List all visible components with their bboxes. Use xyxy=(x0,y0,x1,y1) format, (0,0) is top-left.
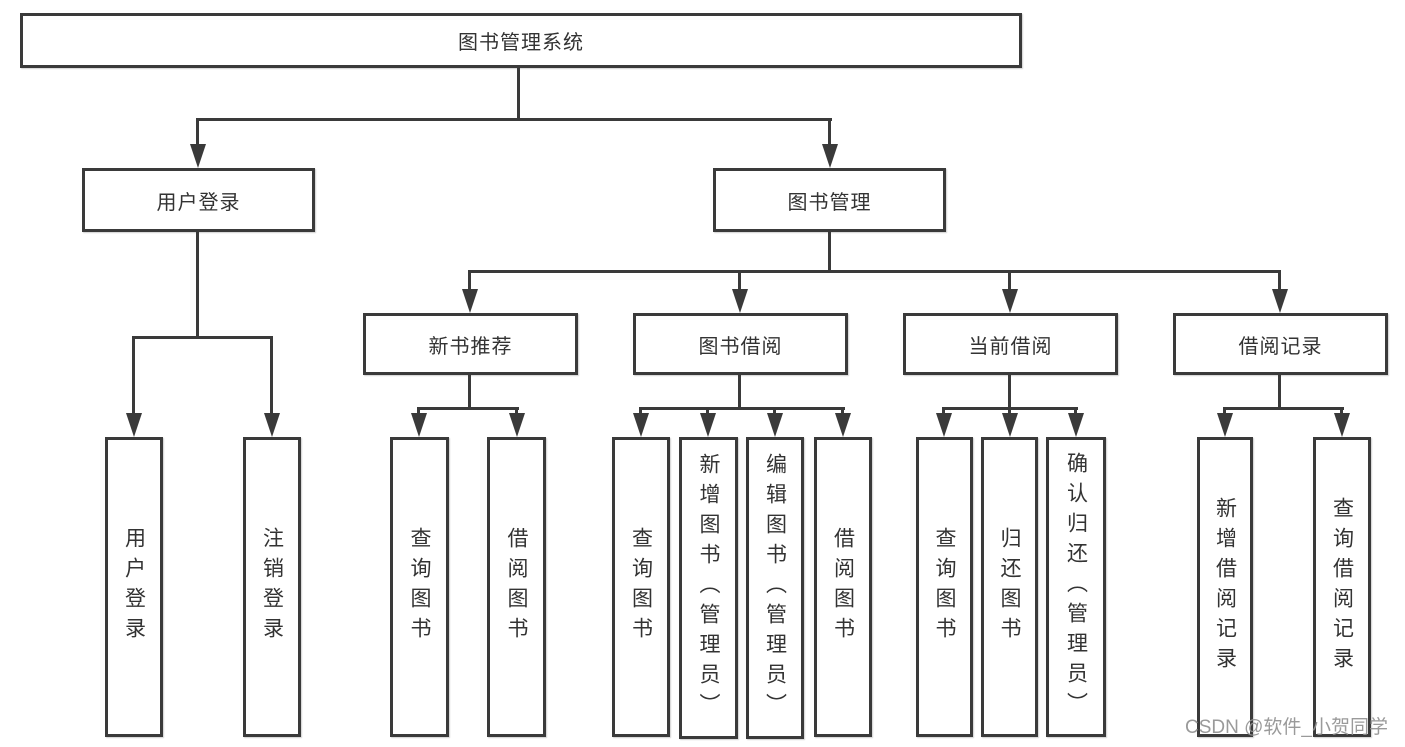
leaf-query-books-current-label: 查询图书 xyxy=(933,527,956,647)
node-current-borrowing-label: 当前借阅 xyxy=(968,335,1053,358)
leaf-edit-books-admin-label: 编辑图书（管理员） xyxy=(763,453,787,723)
leaf-add-books-admin: 新增图书（管理员） xyxy=(679,437,738,739)
leaf-query-borrow-record: 查询借阅记录 xyxy=(1313,437,1371,737)
node-new-book-recommend: 新书推荐 xyxy=(363,313,578,375)
connector-root-down xyxy=(517,68,520,118)
leaf-query-books-borrowing: 查询图书 xyxy=(612,437,670,737)
leaf-edit-books-admin: 编辑图书（管理员） xyxy=(746,437,804,739)
node-borrowing-records-label: 借阅记录 xyxy=(1238,335,1323,358)
connector-to-leaf-logout xyxy=(270,336,273,418)
node-current-borrowing: 当前借阅 xyxy=(903,313,1118,375)
connector-crossbar-user-login xyxy=(132,336,273,339)
leaf-return-books: 归还图书 xyxy=(981,437,1038,737)
arrowhead-down-icon xyxy=(835,413,851,437)
connector-crossbar-records xyxy=(1223,407,1344,410)
connector-to-current xyxy=(1008,270,1011,295)
node-user-login-label: 用户登录 xyxy=(156,191,241,214)
node-root-label: 图书管理系统 xyxy=(458,32,584,54)
leaf-query-books-newbook: 查询图书 xyxy=(390,437,449,737)
leaf-user-login: 用户登录 xyxy=(105,437,163,737)
arrowhead-down-icon xyxy=(936,413,952,437)
connector-to-new-book xyxy=(468,270,471,295)
node-borrowing-records: 借阅记录 xyxy=(1173,313,1388,375)
arrowhead-down-icon xyxy=(1217,413,1233,437)
leaf-logout-label: 注销登录 xyxy=(260,527,284,647)
arrowhead-down-icon xyxy=(411,413,427,437)
arrowhead-down-icon xyxy=(1334,413,1350,437)
leaf-borrow-books-borrowing: 借阅图书 xyxy=(814,437,872,737)
arrowhead-down-icon xyxy=(264,413,280,437)
connector-new-book-down xyxy=(468,375,471,407)
leaf-user-login-label: 用户登录 xyxy=(122,527,146,647)
arrowhead-down-icon xyxy=(126,413,142,437)
leaf-borrow-books-newbook: 借阅图书 xyxy=(487,437,546,737)
connector-records-down xyxy=(1278,375,1281,407)
arrowhead-down-icon xyxy=(190,144,206,168)
leaf-add-borrow-record-label: 新增借阅记录 xyxy=(1213,497,1237,677)
connector-to-records xyxy=(1278,270,1281,295)
leaf-logout: 注销登录 xyxy=(243,437,301,737)
leaf-query-books-borrowing-label: 查询图书 xyxy=(629,527,653,647)
arrowhead-down-icon xyxy=(1068,413,1084,437)
node-root: 图书管理系统 xyxy=(20,13,1022,68)
arrowhead-down-icon xyxy=(633,413,649,437)
arrowhead-down-icon xyxy=(1002,413,1018,437)
node-book-management-label: 图书管理 xyxy=(787,191,872,214)
connector-to-leaf-user-login xyxy=(132,336,135,418)
connector-current-down xyxy=(1008,375,1011,407)
leaf-borrow-books-borrowing-label: 借阅图书 xyxy=(831,527,855,647)
leaf-return-books-label: 归还图书 xyxy=(998,527,1021,647)
leaf-confirm-return-admin: 确认归还（管理员） xyxy=(1046,437,1106,737)
connector-borrowing-down xyxy=(738,375,741,407)
connector-to-borrowing xyxy=(738,270,741,295)
leaf-add-books-admin-label: 新增图书（管理员） xyxy=(697,453,720,723)
connector-book-management-down xyxy=(828,232,831,270)
leaf-borrow-books-newbook-label: 借阅图书 xyxy=(505,527,528,647)
node-book-borrowing-label: 图书借阅 xyxy=(698,335,783,358)
arrowhead-down-icon xyxy=(509,413,525,437)
arrowhead-down-icon xyxy=(1002,289,1018,313)
arrowhead-down-icon xyxy=(767,413,783,437)
leaf-query-borrow-record-label: 查询借阅记录 xyxy=(1330,497,1354,677)
connector-to-user-login xyxy=(196,118,199,150)
arrowhead-down-icon xyxy=(462,289,478,313)
node-book-borrowing: 图书借阅 xyxy=(633,313,848,375)
arrowhead-down-icon xyxy=(822,144,838,168)
connector-crossbar-new-book xyxy=(417,407,519,410)
leaf-confirm-return-admin-label: 确认归还（管理员） xyxy=(1064,452,1088,722)
arrowhead-down-icon xyxy=(732,289,748,313)
connector-crossbar-level1 xyxy=(196,118,832,121)
node-book-management: 图书管理 xyxy=(713,168,946,232)
leaf-query-books-current: 查询图书 xyxy=(916,437,973,737)
node-user-login: 用户登录 xyxy=(82,168,315,232)
csdn-watermark: CSDN @软件_小贺同学 xyxy=(1185,717,1388,738)
leaf-query-books-newbook-label: 查询图书 xyxy=(408,527,431,647)
arrowhead-down-icon xyxy=(1272,289,1288,313)
leaf-add-borrow-record: 新增借阅记录 xyxy=(1197,437,1253,737)
connector-to-book-management xyxy=(828,118,831,150)
node-new-book-recommend-label: 新书推荐 xyxy=(428,335,513,358)
connector-crossbar-borrowing xyxy=(639,407,845,410)
connector-crossbar-level2 xyxy=(468,270,1281,273)
connector-user-login-down xyxy=(196,232,199,336)
arrowhead-down-icon xyxy=(700,413,716,437)
